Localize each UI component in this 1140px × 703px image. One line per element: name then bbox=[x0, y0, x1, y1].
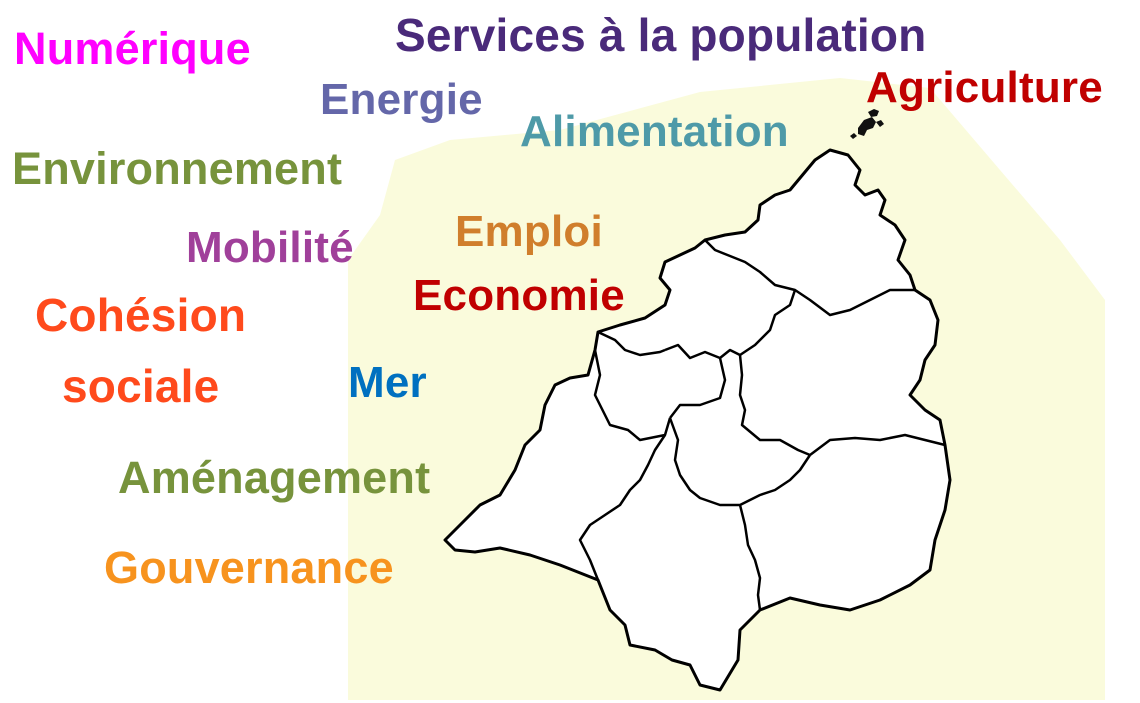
theme-agriculture: Agriculture bbox=[866, 63, 1103, 112]
theme-numerique: Numérique bbox=[14, 23, 251, 74]
theme-amenagement: Aménagement bbox=[118, 452, 431, 503]
theme-emploi: Emploi bbox=[455, 207, 603, 256]
theme-economie: Economie bbox=[413, 271, 625, 320]
theme-gouvernance: Gouvernance bbox=[104, 542, 394, 593]
theme-environnement: Environnement bbox=[12, 143, 343, 194]
islands bbox=[850, 109, 884, 139]
internal-boundaries bbox=[578, 239, 946, 611]
theme-energie: Energie bbox=[320, 75, 483, 124]
theme-cohesion: Cohésion bbox=[35, 289, 247, 341]
theme-mer: Mer bbox=[348, 358, 427, 407]
theme-services: Services à la population bbox=[395, 9, 927, 61]
theme-sociale: sociale bbox=[62, 360, 220, 412]
theme-mobilite: Mobilité bbox=[186, 223, 354, 272]
theme-alimentation: Alimentation bbox=[520, 107, 789, 156]
